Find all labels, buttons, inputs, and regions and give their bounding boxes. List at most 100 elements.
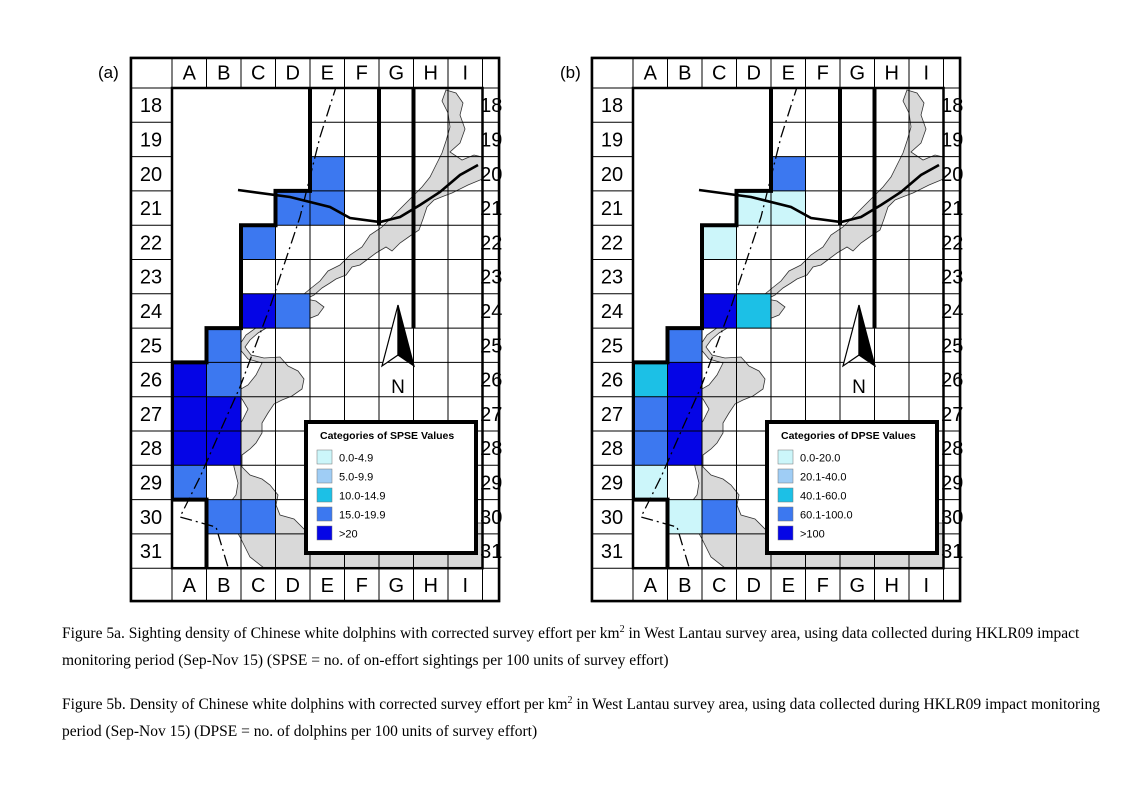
row-label-band-left bbox=[591, 57, 633, 602]
column-label-top-C: C bbox=[251, 63, 265, 85]
grid-cell-B25 bbox=[667, 328, 702, 363]
outer-border bbox=[590, 56, 962, 603]
grid-cell-D24 bbox=[736, 293, 771, 329]
column-label-bottom-A: A bbox=[183, 575, 197, 597]
grid-cell-E21 bbox=[310, 190, 345, 226]
column-label-top-I: I bbox=[462, 63, 468, 85]
row-label-left-28: 28 bbox=[601, 438, 623, 460]
column-label-bottom-B: B bbox=[217, 575, 230, 597]
unsurveyed-area-south bbox=[173, 500, 206, 568]
legend-item-label: 40.1-60.0 bbox=[800, 491, 846, 503]
row-label-left-29: 29 bbox=[140, 472, 162, 494]
column-label-top-D: D bbox=[286, 63, 300, 85]
column-label-top-B: B bbox=[678, 63, 691, 85]
row-label-right-30: 30 bbox=[480, 507, 502, 529]
column-label-bottom-D: D bbox=[747, 575, 761, 597]
legend-swatch bbox=[316, 487, 333, 503]
row-label-left-21: 21 bbox=[140, 198, 162, 220]
bridge-line bbox=[237, 163, 479, 224]
row-label-left-25: 25 bbox=[140, 335, 162, 357]
caption-figure-5a: Figure 5a. Sighting density of Chinese w… bbox=[62, 620, 1102, 674]
row-label-right-29: 29 bbox=[941, 472, 963, 494]
column-label-top-F: F bbox=[817, 63, 829, 85]
row-label-left-25: 25 bbox=[601, 335, 623, 357]
grid-cell-E21 bbox=[771, 190, 806, 226]
grid-border bbox=[170, 86, 484, 570]
legend-swatch bbox=[316, 506, 333, 522]
column-label-bottom-E: E bbox=[782, 575, 795, 597]
grid-cell-B28 bbox=[667, 431, 702, 466]
column-label-top-H: H bbox=[885, 63, 899, 85]
legend-item-label: 60.1-100.0 bbox=[800, 510, 853, 522]
row-label-left-28: 28 bbox=[140, 438, 162, 460]
legend-item-label: 0.0-4.9 bbox=[339, 453, 373, 465]
grid-cell-A28 bbox=[633, 431, 668, 466]
grid-cell-A28 bbox=[172, 431, 207, 466]
legend-item-label: >100 bbox=[800, 529, 825, 541]
legend-swatch bbox=[777, 525, 794, 541]
column-label-top-B: B bbox=[217, 63, 230, 85]
row-label-right-21: 21 bbox=[941, 198, 963, 220]
column-label-top-A: A bbox=[644, 63, 658, 85]
grid-cell-C22 bbox=[241, 225, 276, 260]
row-label-left-24: 24 bbox=[601, 301, 623, 323]
grid-cell-B27 bbox=[206, 396, 241, 431]
unsurveyed-area bbox=[634, 89, 770, 362]
row-label-left-26: 26 bbox=[140, 370, 162, 392]
grid-cell-D24 bbox=[275, 293, 310, 329]
row-label-right-28: 28 bbox=[480, 438, 502, 460]
legend: Categories of DPSE Values0.0-20.020.1-40… bbox=[765, 420, 939, 555]
column-label-bottom-D: D bbox=[286, 575, 300, 597]
legend-item-label: 5.0-9.9 bbox=[339, 472, 373, 484]
row-label-left-20: 20 bbox=[140, 164, 162, 186]
column-label-bottom-G: G bbox=[849, 575, 865, 597]
row-label-right-20: 20 bbox=[480, 164, 502, 186]
row-label-left-27: 27 bbox=[140, 404, 162, 426]
legend-swatch bbox=[777, 449, 794, 465]
column-label-bottom-C: C bbox=[251, 575, 265, 597]
legend-swatch bbox=[777, 468, 794, 484]
caption-5b-text-continued: in West Lantau survey area, using data c… bbox=[62, 696, 1100, 740]
column-label-top-G: G bbox=[388, 63, 404, 85]
column-label-bottom-F: F bbox=[817, 575, 829, 597]
row-label-right-28: 28 bbox=[941, 438, 963, 460]
column-label-bottom-B: B bbox=[678, 575, 691, 597]
grid-cell-A27 bbox=[172, 396, 207, 431]
legend-box bbox=[304, 420, 478, 555]
column-label-bottom-G: G bbox=[388, 575, 404, 597]
north-arrow-icon: N bbox=[842, 304, 876, 398]
legend-title: Categories of SPSE Values bbox=[320, 430, 454, 442]
row-label-right-18: 18 bbox=[480, 95, 502, 117]
legend: Categories of SPSE Values0.0-4.95.0-9.91… bbox=[304, 420, 478, 555]
grid-border bbox=[631, 86, 945, 570]
grid-cell-E20 bbox=[771, 156, 806, 191]
row-label-right-26: 26 bbox=[941, 370, 963, 392]
row-label-left-21: 21 bbox=[601, 198, 623, 220]
row-label-right-19: 19 bbox=[941, 129, 963, 151]
column-label-top-F: F bbox=[356, 63, 368, 85]
grid-cell-C22 bbox=[702, 225, 737, 260]
column-footer-band bbox=[130, 568, 500, 602]
grid-cell-C30 bbox=[702, 499, 737, 534]
grid-cell-B28 bbox=[206, 431, 241, 466]
row-label-right-19: 19 bbox=[480, 129, 502, 151]
row-label-left-22: 22 bbox=[140, 232, 162, 254]
row-label-right-23: 23 bbox=[480, 267, 502, 289]
row-label-right-31: 31 bbox=[480, 541, 502, 563]
unsurveyed-area bbox=[173, 89, 309, 362]
row-label-right-22: 22 bbox=[941, 232, 963, 254]
legend-swatch bbox=[777, 487, 794, 503]
column-label-top-G: G bbox=[849, 63, 865, 85]
caption-5a-superscript: 2 bbox=[619, 623, 625, 635]
row-label-band-left bbox=[130, 57, 172, 602]
column-label-top-I: I bbox=[923, 63, 929, 85]
column-label-top-H: H bbox=[424, 63, 438, 85]
grid-cell-B26 bbox=[206, 362, 241, 397]
grid-cell-C24 bbox=[702, 293, 737, 329]
column-label-bottom-I: I bbox=[923, 575, 929, 597]
grid-cell-A27 bbox=[633, 396, 668, 431]
